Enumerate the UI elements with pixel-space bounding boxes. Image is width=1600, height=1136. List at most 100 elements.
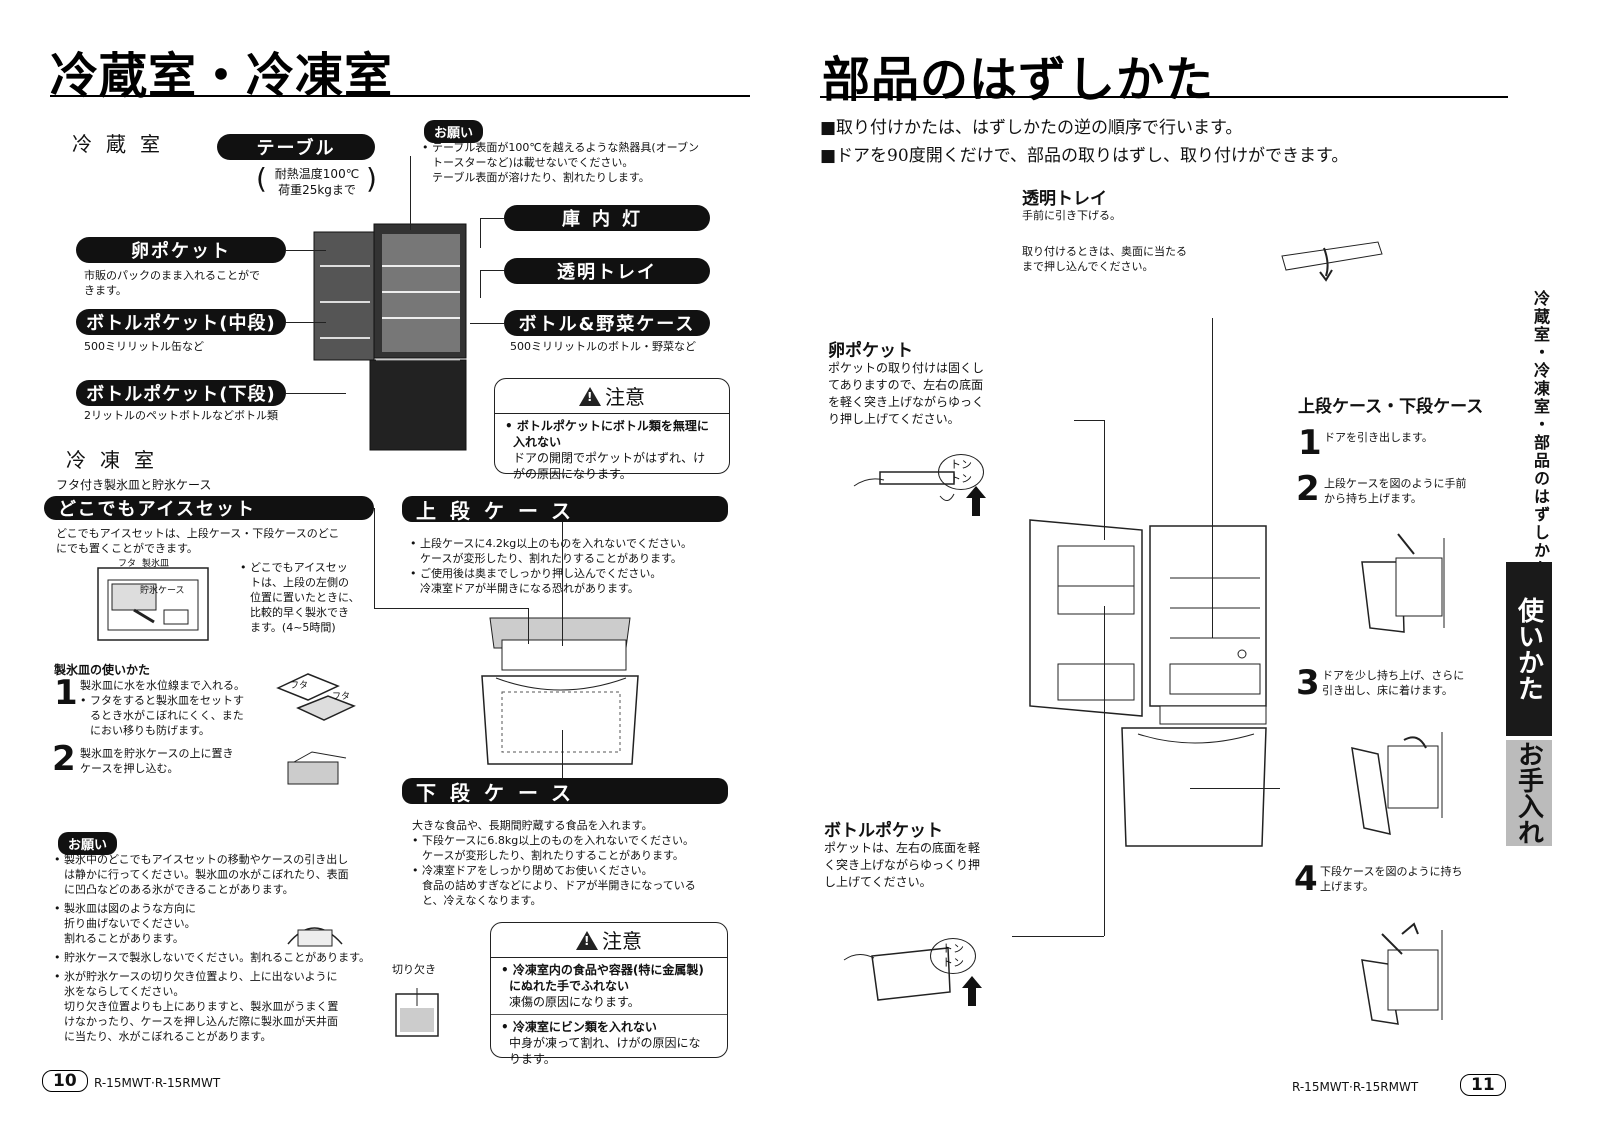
leader-line — [480, 270, 481, 298]
egg-line: り押し上げてください。 — [828, 412, 960, 426]
case-step4-figure — [1361, 922, 1443, 1025]
egg-desc-line: きます。 — [84, 284, 127, 297]
lower-case-line: ケースが変形したり、割れたりすることがあります。 — [422, 849, 684, 862]
leader-line — [286, 393, 346, 394]
table-spec-load: 荷重25kgまで — [278, 183, 356, 197]
caution-title-2: 注意 — [491, 923, 727, 958]
leader-line — [528, 608, 529, 644]
intro-line: ■取り付けかたは、はずしかたの逆の順序で行います。 — [820, 118, 1243, 138]
table-spec-temp: 耐熱温度100℃ — [274, 167, 360, 181]
bottle-line: ポケットは、左右の底面を軽 — [824, 841, 981, 855]
leader-line — [374, 608, 528, 609]
tray-figure — [1281, 241, 1383, 282]
tab-use: 使いかた — [1506, 562, 1552, 736]
cases-heading: 上段ケース・下段ケース — [1298, 397, 1484, 417]
page-number-right: 11 — [1460, 1074, 1506, 1096]
onegai-bottom-line: 割れることがあります。 — [64, 932, 184, 945]
caution-separator — [491, 1014, 727, 1015]
case-step2-num: 2 — [1296, 469, 1320, 509]
paren-open: ( — [256, 162, 267, 195]
right-page: 部品のはずしかた ■取り付けかたは、はずしかたの逆の順序で行います。 ■ドアを9… — [800, 0, 1600, 1136]
lower-case-line: 大きな食品や、長期間貯蔵する食品を入れます。 — [412, 819, 653, 832]
freezer-subtitle: フタ付き製氷皿と貯氷ケース — [56, 478, 212, 492]
bottle-mid-desc: 500ミリリットル缶など — [84, 340, 204, 353]
bent-tray-figure — [287, 927, 343, 947]
caution-body-1: • ボトルポケットにボトル類を無理に 入れない ドアの開閉でポケットがはずれ、け… — [495, 414, 729, 486]
caution-title-text: 注意 — [602, 929, 642, 953]
bottle-pocket-figure — [843, 947, 982, 1006]
caution2-line: 凍傷の原因になります。 — [509, 995, 640, 1009]
page-title-right: 部品のはずしかた — [822, 52, 1215, 108]
ice-howto-heading: 製氷皿の使いかた — [54, 663, 151, 677]
caution2-line: 中身が凍って割れ、けがの原因にな — [509, 1036, 701, 1050]
caution1-bold: 入れない — [513, 435, 562, 449]
notch-label: 切り欠き — [392, 963, 436, 976]
lower-case-text: 大きな食品や、長期間貯蔵する食品を入れます。 • 下段ケースに6.8kg以上のも… — [412, 818, 696, 908]
leader-line — [1012, 936, 1104, 937]
tab-care: お手入れ — [1506, 740, 1552, 846]
onegai-bottom-line: は静かに行ってください。製氷皿の水がこぼれたり、表面 — [64, 868, 349, 881]
intro-text: ■取り付けかたは、はずしかたの逆の順序で行います。 ■ドアを90度開くだけで、部… — [820, 114, 1348, 170]
ice-note-line: • どこでもアイスセッ — [240, 561, 348, 574]
egg-heading: 卵ポケット — [828, 341, 913, 361]
caution-box-1: 注意 • ボトルポケットにボトル類を無理に 入れない ドアの開閉でポケットがはず… — [494, 378, 730, 481]
ice-set-desc-line: どこでもアイスセットは、上段ケース・下段ケースのどこ — [56, 527, 340, 540]
bottle-text: ポケットは、左右の底面を軽 く突き上げながらゆっくり押 し上げてください。 — [824, 840, 980, 891]
ice-step1-line: るとき水がこぼれにくく、また — [90, 709, 244, 722]
onegai-bottom-line: • 製氷皿は図のような方向に — [54, 902, 196, 915]
case-step3-num: 3 — [1296, 663, 1320, 703]
label-lamp: 庫内灯 — [504, 205, 710, 231]
case-step4-text: 下段ケースを図のように持ち 上げます。 — [1320, 864, 1462, 894]
side-section-label: 冷蔵室・冷凍室・部品のはずしかた — [1531, 290, 1550, 578]
caution2-bold: • 冷凍室にビン類を入れない — [501, 1020, 657, 1034]
bottle-line: く突き上げながらゆっくり押 — [824, 858, 981, 872]
tray-line2: 取り付けるときは、奥面に当たる まで押し込んでください。 — [1022, 244, 1187, 274]
ice-step2-line: 製氷皿を貯氷ケースの上に置き — [80, 747, 234, 760]
ice-step2-line: ケースを押し込む。 — [80, 762, 179, 775]
onegai-bottom-line: 氷をならしてください。 — [64, 985, 185, 998]
case-step2-text: 上段ケースを図のように手前 から持ち上げます。 — [1324, 476, 1466, 506]
freezer-case-illustration — [481, 617, 639, 765]
lower-case-line: 食品の詰めすぎなどにより、ドアが半開きになっている — [422, 879, 696, 892]
caution1-line: ドアの開閉でポケットがはずれ、け — [513, 451, 706, 465]
fig-case-label: 貯氷ケース — [140, 586, 185, 596]
ice-step1-num: 1 — [54, 673, 78, 713]
title-rule — [50, 95, 750, 97]
leader-line — [470, 323, 504, 324]
ice-step1-line: • フタをすると製氷皿をセットす — [80, 694, 244, 707]
case-step4-line: 下段ケースを図のように持ち — [1320, 865, 1463, 878]
egg-line: ポケットの取り付けは固くし — [828, 361, 985, 375]
warning-icon — [579, 387, 601, 406]
leader-line — [286, 322, 326, 323]
leader-line — [480, 218, 504, 219]
ice-note-line: 位置に置いたときに、 — [250, 591, 360, 604]
onegai-bottom-line: • 貯氷ケースで製氷しないでください。割れることがあります。 — [54, 951, 371, 964]
egg-line: を軽く突き上げながらゆっく — [828, 395, 985, 409]
ice-set-desc-line: にでも置くことができます。 — [56, 542, 198, 555]
lower-case-line: • 下段ケースに6.8kg以上のものを入れないでください。 — [412, 834, 694, 847]
case-step2-line: から持ち上げます。 — [1324, 492, 1422, 505]
egg-desc-line: 市販のパックのまま入れることがで — [84, 269, 260, 282]
fig-lid1: フタ — [290, 681, 309, 691]
tonton-bubble-2: トン トン — [930, 938, 976, 974]
onegai-badge-top: お願い — [424, 120, 484, 143]
ice-step2-num: 2 — [52, 739, 76, 779]
case-step3-line: ドアを少し持ち上げ、さらに — [1322, 669, 1465, 682]
page-title: 冷蔵室・冷凍室 — [50, 48, 394, 104]
ice-set-note: • どこでもアイスセッ トは、上段の左側の 位置に置いたときに、 比較的早く製氷… — [240, 560, 360, 635]
case-step4-line: 上げます。 — [1320, 880, 1374, 893]
onegai-bottom-line: • 製氷中のどこでもアイスセットの移動やケースの引き出し — [54, 853, 349, 866]
caution-title-1: 注意 — [495, 379, 729, 414]
ice-tray-lid-figure — [276, 673, 356, 721]
onegai-top-line: テーブル表面が溶けたり、割れたりします。 — [432, 171, 650, 184]
label-table: テーブル — [217, 134, 375, 160]
upper-case-text: • 上段ケースに4.2kg以上のものを入れないでください。 ケースが変形したり、… — [410, 536, 692, 596]
onegai-badge-bottom: お願い — [58, 832, 118, 855]
onegai-top-text: • テーブル表面が100℃を越えるような熱器具(オーブン トースターなど)は載せ… — [422, 140, 699, 185]
ice-step2-text: 製氷皿を貯氷ケースの上に置き ケースを押し込む。 — [80, 746, 233, 776]
upper-case-line: • ご使用後は奥までしっかり押し込んでください。 — [410, 567, 662, 580]
ice-set-figure — [97, 567, 209, 641]
ice-set-desc: どこでもアイスセットは、上段ケース・下段ケースのどこ にでも置くことができます。 — [56, 526, 339, 556]
tonton-bubble: トン トン — [938, 454, 984, 490]
fridge-illustration — [313, 223, 467, 451]
